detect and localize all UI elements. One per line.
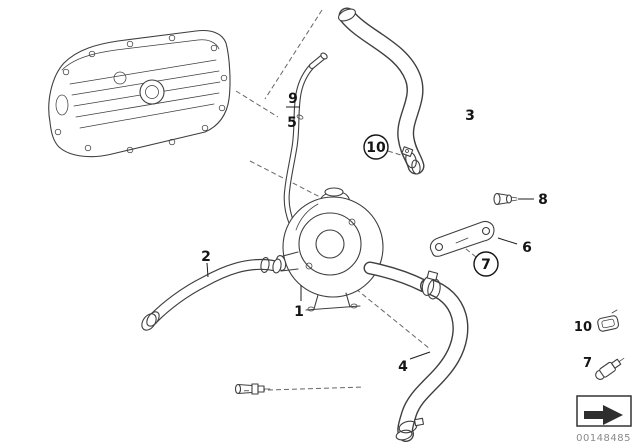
callout-6-label[interactable]: 6 bbox=[522, 240, 532, 256]
callout-3[interactable]: 3 bbox=[465, 108, 475, 124]
oil-filler-cap bbox=[139, 79, 165, 105]
hose-clamp-upper bbox=[401, 146, 417, 169]
callout-8-label[interactable]: 8 bbox=[538, 192, 548, 208]
next-diagram-arrow[interactable] bbox=[576, 395, 632, 427]
callout-6[interactable]: 6 bbox=[522, 240, 532, 256]
construction-lines bbox=[235, 9, 477, 392]
callout-9-label[interactable]: 9 bbox=[288, 91, 298, 107]
callout-7-circle[interactable] bbox=[473, 251, 499, 277]
callout-10-circle[interactable] bbox=[363, 134, 389, 160]
callout-4-label[interactable]: 4 bbox=[398, 359, 408, 375]
hose-clamp-bottom bbox=[398, 417, 425, 434]
leader-lines bbox=[206, 106, 534, 360]
return-pipe-illustration bbox=[141, 257, 282, 331]
legend-7-label[interactable]: 7 bbox=[583, 356, 592, 371]
callout-3-label[interactable]: 3 bbox=[465, 108, 475, 124]
callout-1-label[interactable]: 1 bbox=[294, 304, 304, 320]
callout-5[interactable]: 5 bbox=[287, 115, 297, 131]
vent-hose-lower-illustration bbox=[395, 270, 469, 442]
pipe-flange bbox=[146, 311, 160, 327]
sensor-icon bbox=[595, 357, 625, 380]
oil-separator-illustration bbox=[275, 187, 431, 312]
legend-item-7[interactable]: 7 bbox=[583, 354, 627, 381]
callout-5-label[interactable]: 5 bbox=[287, 115, 297, 131]
vent-hose-large-illustration bbox=[338, 7, 425, 175]
legend-item-10[interactable]: 10 bbox=[574, 309, 620, 335]
legend-10-label[interactable]: 10 bbox=[574, 320, 592, 335]
document-number: 00148485 bbox=[576, 433, 631, 444]
callout-8[interactable]: 8 bbox=[538, 192, 548, 208]
bracket-illustration bbox=[429, 220, 495, 257]
valve-cover-illustration bbox=[48, 29, 231, 158]
vent-pipe-illustration bbox=[283, 52, 328, 227]
callout-9[interactable]: 9 bbox=[288, 91, 298, 107]
callout-10-circled[interactable]: 10 bbox=[363, 134, 389, 160]
connector-nipple-illustration bbox=[493, 192, 518, 206]
pipe-clip bbox=[296, 114, 304, 120]
hose-opening bbox=[338, 8, 356, 22]
hose-clamp-mid bbox=[426, 270, 441, 300]
callout-1[interactable]: 1 bbox=[294, 304, 304, 320]
heating-element-illustration bbox=[234, 383, 271, 395]
callout-4[interactable]: 4 bbox=[398, 359, 408, 375]
clamp-icon bbox=[597, 309, 620, 332]
callout-2[interactable]: 2 bbox=[201, 249, 211, 265]
callout-2-label[interactable]: 2 bbox=[201, 249, 211, 265]
callout-10-label[interactable]: 10 bbox=[366, 140, 386, 156]
callout-7-label[interactable]: 7 bbox=[481, 257, 491, 273]
arrow-icon bbox=[584, 405, 623, 425]
callout-7-circled[interactable]: 7 bbox=[473, 251, 499, 277]
cover-bolts bbox=[54, 34, 228, 154]
